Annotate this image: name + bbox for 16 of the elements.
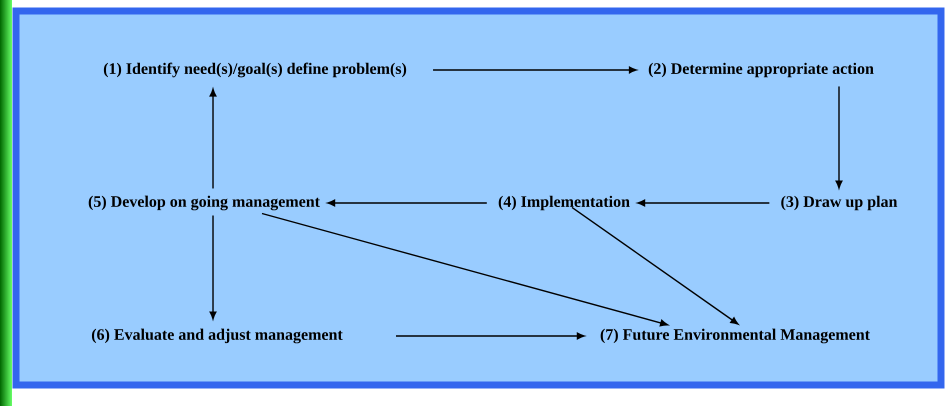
- step-label: (5) Develop on going management: [88, 196, 320, 210]
- arrow: [396, 332, 585, 340]
- step-label: (7) Future Environmental Management: [600, 328, 870, 344]
- step-label: (1) Identify need(s)/goal(s) define problem(s): [104, 62, 406, 78]
- arrow: [637, 200, 770, 206]
- arrow: [433, 66, 637, 74]
- arrow: [572, 206, 738, 325]
- step-label: (2) Determine appropriate action: [648, 62, 874, 78]
- arrow: [327, 200, 487, 206]
- arrow: [836, 86, 842, 189]
- step-label: (3) Draw up plan: [781, 196, 898, 210]
- step-label: (6) Evaluate and adjust management: [92, 328, 343, 344]
- step-label: (4) Implementation: [498, 196, 630, 210]
- arrow: [210, 216, 216, 320]
- arrow: [210, 88, 216, 188]
- arrow: [262, 212, 668, 326]
